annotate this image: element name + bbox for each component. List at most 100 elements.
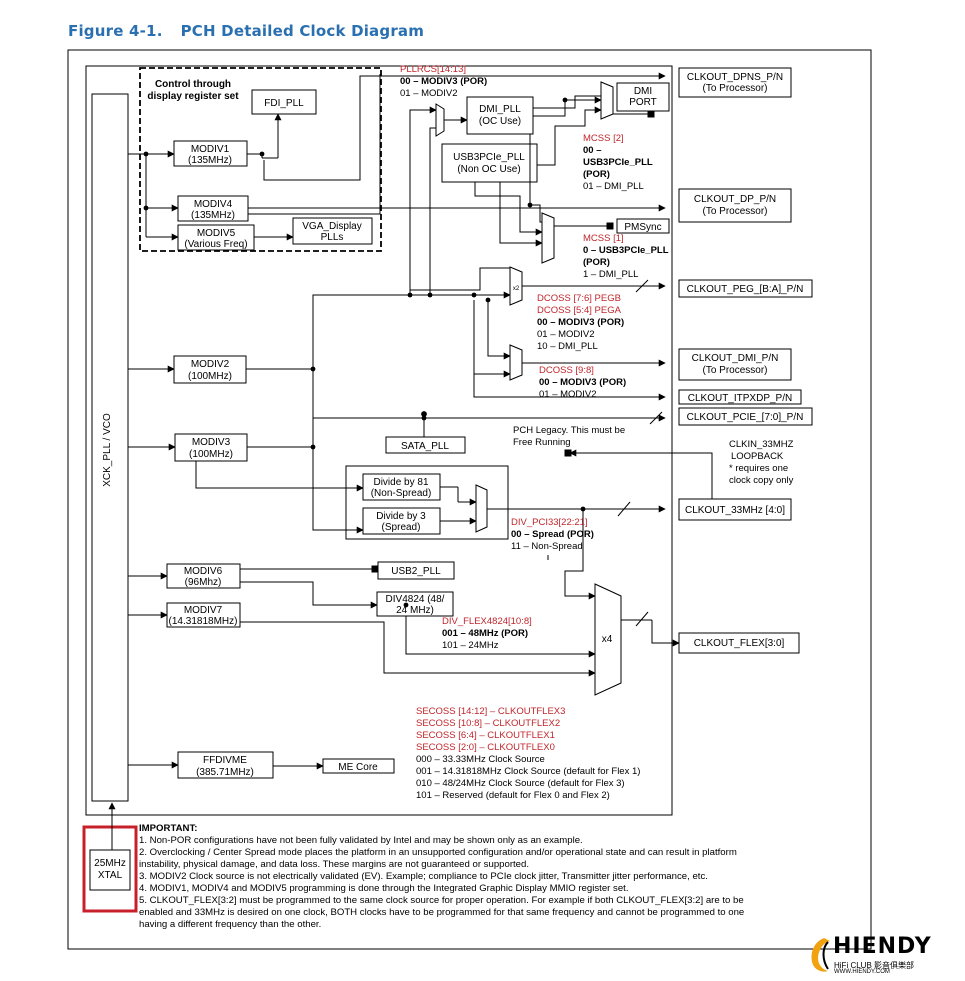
out-dmi-label-2: (To Processor) (702, 365, 767, 376)
mcss2-por: (POR) (583, 169, 610, 180)
out-dp-label-1: CLKOUT_DP_P/N (694, 194, 776, 205)
hiendy-brand: HIENDY (833, 934, 932, 959)
modiv4-label-1: MODIV4 (194, 199, 233, 210)
mux-flex (594, 583, 622, 696)
dmi-port-box (616, 82, 670, 112)
outer-frame (67, 49, 872, 950)
out-dp-box (678, 188, 792, 223)
out-dp-label-2: (To Processor) (702, 206, 767, 217)
div4824-label-1: DIV4824 (48/ (386, 594, 445, 605)
out-dpns-label-2: (To Processor) (702, 83, 767, 94)
secoss-2: SECOSS [10:8] – CLKOUTFLEX2 (416, 718, 560, 729)
out-peg-box (678, 279, 813, 298)
dcoss98-00: 00 – MODIV3 (POR) (539, 377, 626, 388)
xtal-label-1: 25MHz (94, 858, 126, 869)
modiv7-label-1: MODIV7 (184, 605, 223, 616)
xtal-label-2: XTAL (98, 870, 123, 881)
pch-legacy-2: Free Running (513, 437, 571, 448)
dcoss98-01: 01 – MODIV2 (539, 389, 597, 400)
note-5: 5. CLKOUT_FLEX[3:2] must be programmed t… (139, 895, 745, 930)
ffdivme-label-1: FFDIVME (203, 755, 247, 766)
secoss-0: SECOSS [2:0] – CLKOUTFLEX0 (416, 742, 555, 753)
out-itpxdp-label: CLKOUT_ITPXDP_P/N (688, 393, 792, 404)
secoss-001: 001 – 14.31818MHz Clock Source (default … (416, 766, 640, 777)
control-label-2: display register set (147, 91, 239, 102)
notes-heading: IMPORTANT: (139, 823, 198, 834)
modiv2-label-2: (100MHz) (188, 371, 232, 382)
divider-group (345, 465, 509, 540)
secoss-010: 010 – 48/24MHz Clock Source (default for… (416, 778, 625, 789)
modiv7-label-2: (14.31818MHz) (169, 616, 238, 627)
modiv1-label-2: (135MHz) (188, 155, 232, 166)
usb2-pll-label: USB2_PLL (391, 566, 441, 577)
xtal-box (89, 849, 131, 891)
pllrcs-label: PLLRCS[14:13] (400, 64, 466, 75)
secoss-3: SECOSS [14:12] – CLKOUTFLEX3 (416, 706, 565, 717)
me-core-label: ME Core (338, 762, 378, 773)
note-4: 4. MODIV1, MODIV4 and MODIV5 programming… (139, 883, 629, 894)
hiendy-logo-icon (811, 938, 830, 972)
sata-pll-box (385, 436, 466, 454)
modiv5-label-2: (Various Freq) (184, 239, 247, 250)
note-2: 2. Overclocking / Center Spread mode pla… (139, 847, 737, 870)
out-flex-label: CLKOUT_FLEX[3:0] (694, 638, 785, 649)
mcss1-0: 0 – USB3PCIe_PLL (583, 245, 669, 256)
out-33mhz-label: CLKOUT_33MHz [4:0] (685, 505, 785, 516)
out-peg-label: CLKOUT_PEG_[B:A]_P/N (687, 284, 804, 295)
dcoss54-label: DCOSS [5:4] PEGA (537, 305, 622, 316)
modiv3-label-1: MODIV3 (192, 437, 231, 448)
figure-number: Figure 4-1. (68, 22, 163, 40)
out-dpns-box (678, 67, 792, 98)
mcss2-label: MCSS [2] (583, 133, 624, 144)
dmi-port-label-1: DMI (634, 86, 652, 97)
pmsync-label: PMSync (624, 222, 661, 233)
dcoss-10: 10 – DMI_PLL (537, 341, 598, 352)
secoss-000: 000 – 33.33MHz Clock Source (416, 754, 545, 765)
usb3-pll-box (441, 143, 538, 183)
mux-mcss1 (541, 212, 555, 264)
secoss-101: 101 – Reserved (default for Flex 0 and F… (416, 790, 610, 801)
peg-mux-label: x2 (513, 286, 520, 292)
modiv5-label-1: MODIV5 (197, 228, 236, 239)
clkin-2: LOOPBACK (731, 451, 784, 462)
hiendy-url: WWW.HIENDY.COM (834, 969, 890, 975)
mcss1-por: (POR) (583, 257, 610, 268)
divflex-101: 101 – 24MHz (442, 640, 499, 651)
dmi-pll-label-1: DMI_PLL (479, 104, 521, 115)
mcss2-00: 00 – (583, 145, 602, 156)
modiv4-label-2: (135MHz) (191, 210, 235, 221)
modiv1-label-1: MODIV1 (191, 144, 230, 155)
xtal-highlight (82, 825, 138, 913)
mux-pllrcs (435, 103, 445, 137)
out-dmi-box (678, 348, 792, 381)
pllrcs-01: 01 – MODIV2 (400, 88, 458, 99)
divpci-label: DIV_PCI33[22:21] (511, 517, 588, 528)
note-1: 1. Non-POR configurations have not been … (139, 835, 583, 846)
fdi-pll-label: FDI_PLL (264, 98, 304, 109)
secoss-1: SECOSS [6:4] – CLKOUTFLEX1 (416, 730, 555, 741)
control-label-1: Control through (155, 79, 231, 90)
figure-title: Figure 4-1. PCH Detailed Clock Diagram (68, 22, 424, 40)
out-pcie-box (678, 407, 813, 426)
divpci-00: 00 – Spread (POR) (511, 529, 594, 540)
div81-label-1: Divide by 81 (373, 477, 428, 488)
mux-dmi (509, 344, 523, 381)
mcss1-1: 1 – DMI_PLL (583, 269, 638, 280)
usb3-pll-label-1: USB3PCIe_PLL (453, 152, 525, 163)
div4824-label-2: 24 MHz) (396, 605, 434, 616)
control-box (139, 67, 382, 252)
mux-dmi-port (600, 81, 614, 120)
pmsync-box (616, 218, 670, 234)
ffdivme-label-2: (385.71MHz) (196, 767, 254, 778)
modiv6-label-2: (96Mhz) (185, 577, 222, 588)
clkin-3: * requires one (729, 463, 788, 474)
mcss2-01: 01 – DMI_PLL (583, 181, 644, 192)
dcoss-00: 00 – MODIV3 (POR) (537, 317, 624, 328)
sata-pll-label: SATA_PLL (401, 441, 449, 452)
out-dpns-label-1: CLKOUT_DPNS_P/N (687, 72, 783, 83)
figure-caption: PCH Detailed Clock Diagram (180, 22, 425, 40)
out-pcie-label: CLKOUT_PCIE_[7:0]_P/N (687, 412, 804, 423)
div81-label-2: (Non-Spread) (371, 488, 432, 499)
note-3: 3. MODIV2 Clock source is not electrical… (139, 871, 708, 882)
